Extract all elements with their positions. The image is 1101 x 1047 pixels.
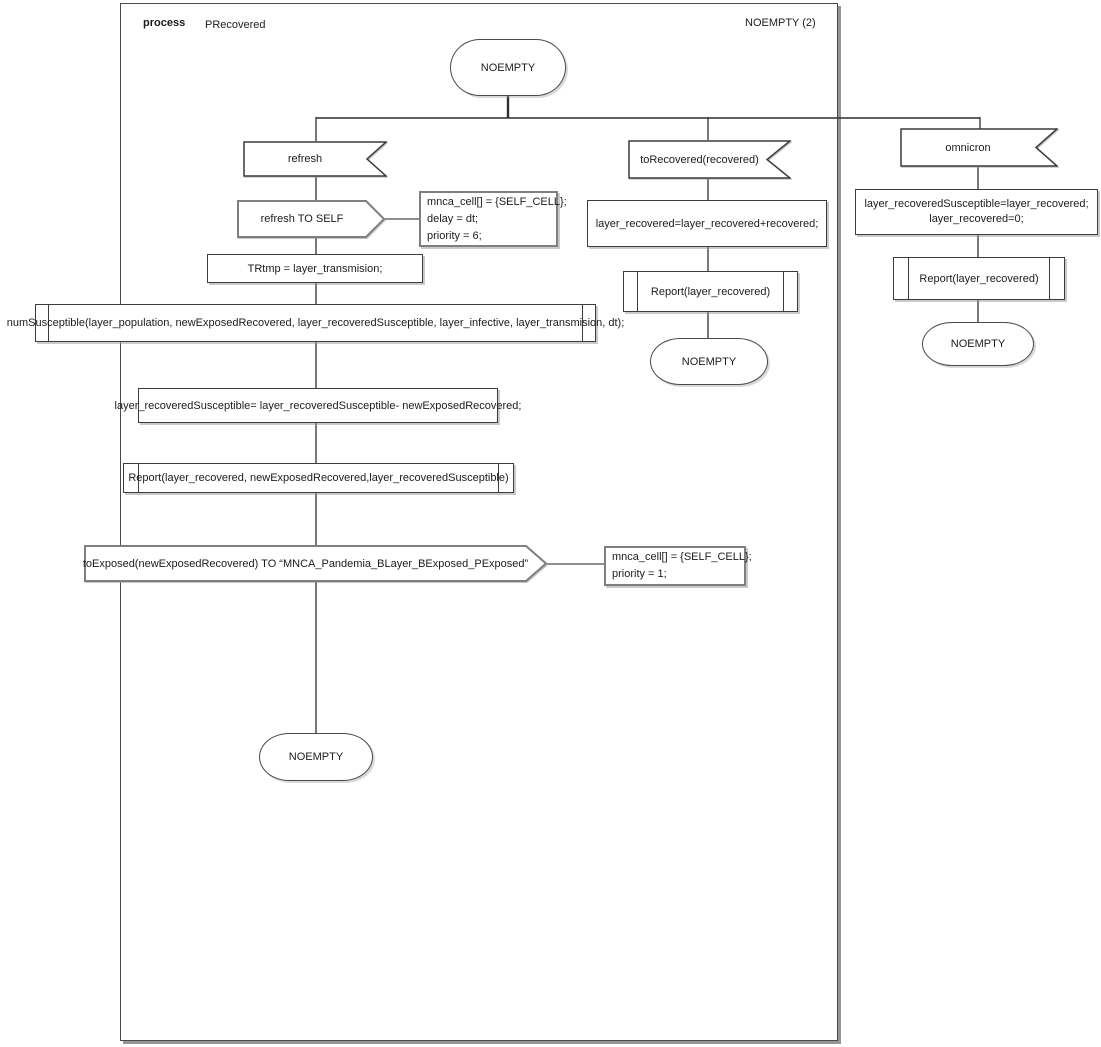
- output-refresh-to-self[interactable]: refresh TO SELF: [237, 200, 385, 238]
- input-omnicron[interactable]: omnicron: [900, 128, 1058, 167]
- procedure-label: Report(layer_recovered): [919, 272, 1039, 285]
- procedure-numsusceptible[interactable]: numSusceptible(layer_population, newExpo…: [6, 304, 625, 342]
- output-label: toExposed(newExposedRecovered) TO “MNCA_…: [82, 557, 529, 570]
- procedure-report-mid[interactable]: Report(layer_recovered): [623, 271, 798, 312]
- process-kind-label: process: [143, 17, 186, 29]
- procedure-label: numSusceptible(layer_population, newExpo…: [6, 317, 625, 329]
- state-noempty-top[interactable]: NOEMPTY: [450, 39, 566, 96]
- comment-line: priority = 1;: [612, 568, 667, 580]
- comment-connectors: [385, 218, 604, 565]
- task-label: layer_recoveredSusceptible= layer_recove…: [114, 399, 522, 412]
- comment-line: mnca_cell[] = {SELF_CELL};: [427, 195, 567, 208]
- input-refresh[interactable]: refresh: [243, 141, 387, 177]
- output-label: refresh TO SELF: [260, 213, 344, 225]
- comment-line: priority = 6;: [427, 229, 482, 242]
- state-noempty-right[interactable]: NOEMPTY: [922, 322, 1034, 366]
- procedure-report-right[interactable]: Report(layer_recovered): [893, 257, 1065, 300]
- output-symbol: [84, 545, 547, 582]
- task-label: layer_recovered=layer_recovered+recovere…: [595, 217, 819, 230]
- state-label: NOEMPTY: [950, 338, 1006, 350]
- procedure-label: Report(layer_recovered): [650, 285, 771, 298]
- procedure-label: Report(layer_recovered, newExposedRecove…: [128, 472, 509, 484]
- task-label: TRtmp = layer_transmision;: [247, 262, 383, 275]
- task-line: layer_recovered=0;: [929, 213, 1024, 225]
- comment-toexposed[interactable]: mnca_cell[] = {SELF_CELL}; priority = 1;: [604, 546, 752, 586]
- state-label: NOEMPTY: [480, 61, 536, 74]
- input-symbol: [900, 128, 1058, 167]
- input-label: refresh: [287, 153, 323, 165]
- task-recovered-susceptible[interactable]: layer_recoveredSusceptible= layer_recove…: [114, 388, 522, 423]
- task-omnicron[interactable]: layer_recoveredSusceptible=layer_recover…: [855, 189, 1098, 235]
- comment-line: delay = dt;: [427, 212, 479, 225]
- output-symbol: [237, 200, 385, 238]
- procedure-report-full[interactable]: Report(layer_recovered, newExposedRecove…: [123, 463, 514, 493]
- input-label: toRecovered(recovered): [640, 153, 759, 166]
- process-frame: [120, 3, 838, 1041]
- flow-connectors: [315, 96, 981, 734]
- comment-refresh[interactable]: mnca_cell[] = {SELF_CELL}; delay = dt; p…: [419, 191, 567, 247]
- state-reference-label: NOEMPTY (2): [745, 17, 816, 29]
- output-toexposed[interactable]: toExposed(newExposedRecovered) TO “MNCA_…: [82, 545, 547, 582]
- task-label: layer_recoveredSusceptible=layer_recover…: [856, 190, 1097, 234]
- state-noempty-bottom-left[interactable]: NOEMPTY: [259, 733, 373, 781]
- task-line: layer_recoveredSusceptible=layer_recover…: [864, 198, 1089, 210]
- comment-line: mnca_cell[] = {SELF_CELL};: [612, 551, 752, 563]
- state-noempty-mid[interactable]: NOEMPTY: [650, 338, 768, 385]
- task-layer-recovered[interactable]: layer_recovered=layer_recovered+recovere…: [587, 200, 827, 247]
- input-torecovered[interactable]: toRecovered(recovered): [628, 140, 791, 179]
- input-symbol: [243, 141, 387, 177]
- input-label: omnicron: [945, 141, 991, 154]
- state-label: NOEMPTY: [288, 751, 344, 763]
- task-trtmp[interactable]: TRtmp = layer_transmision;: [207, 254, 423, 283]
- input-symbol: [628, 140, 791, 179]
- process-name: PRecovered: [205, 19, 266, 31]
- state-label: NOEMPTY: [681, 355, 737, 368]
